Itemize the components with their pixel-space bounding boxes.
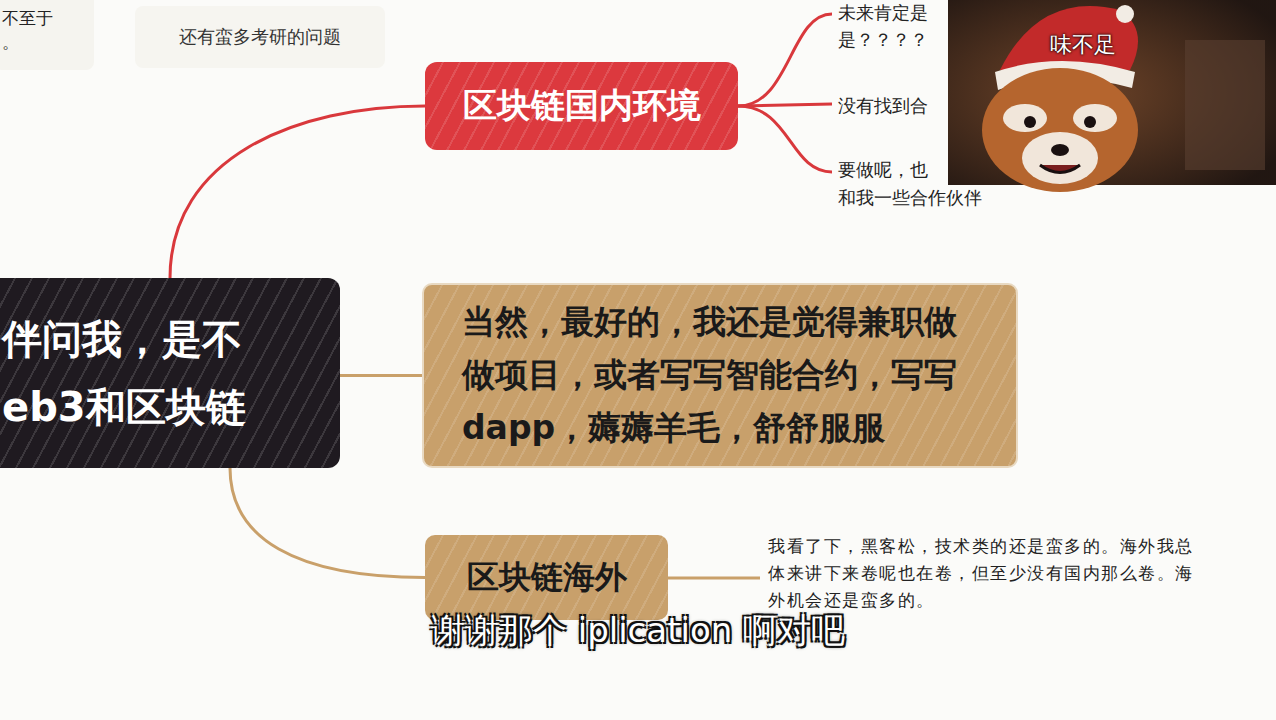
picture-text: 味不足 — [1050, 32, 1170, 58]
root-node: 伴问我，是不 eb3和区块链 — [0, 278, 340, 468]
red-panda-picture — [948, 0, 1276, 192]
branch-lines — [738, 14, 832, 172]
node-text: 区块链国内环境 — [463, 82, 701, 130]
node-text: 不至于 。 — [2, 7, 62, 55]
note-text: 我看了下，黑客松，技术类的还是蛮多的。海外我总 体来讲下来卷呢也在卷，但至少没有… — [768, 533, 1268, 615]
topic-node: 区块链国内环境 — [425, 62, 738, 150]
note-text: 没有找到合 — [838, 92, 943, 119]
node-text: 当然，最好的，我还是觉得兼职做做项目，或者写写智能合约，写写dapp，薅薅羊毛，… — [462, 296, 978, 454]
note-text: 未来肯定是 是？？？？ — [838, 0, 943, 53]
branch-connector — [230, 468, 425, 578]
node-text: 还有蛮多考研的问题 — [179, 24, 341, 49]
branch-connector — [340, 375, 422, 376]
branch-connector — [170, 106, 425, 278]
note-box: 还有蛮多考研的问题 — [135, 6, 385, 68]
note-box: 不至于 。 — [0, 0, 94, 70]
topic-node: 区块链海外 — [425, 535, 668, 620]
note-text: 要做呢，也 和我一些合作伙伴 — [838, 156, 1018, 212]
subtitle: 谢谢那个 iplication 啊对吧 — [238, 608, 1038, 654]
topic-node: 当然，最好的，我还是觉得兼职做做项目，或者写写智能合约，写写dapp，薅薅羊毛，… — [422, 283, 1018, 468]
node-text: 区块链海外 — [467, 555, 627, 600]
branch-line — [668, 577, 760, 580]
node-text: 伴问我，是不 eb3和区块链 — [2, 305, 312, 441]
